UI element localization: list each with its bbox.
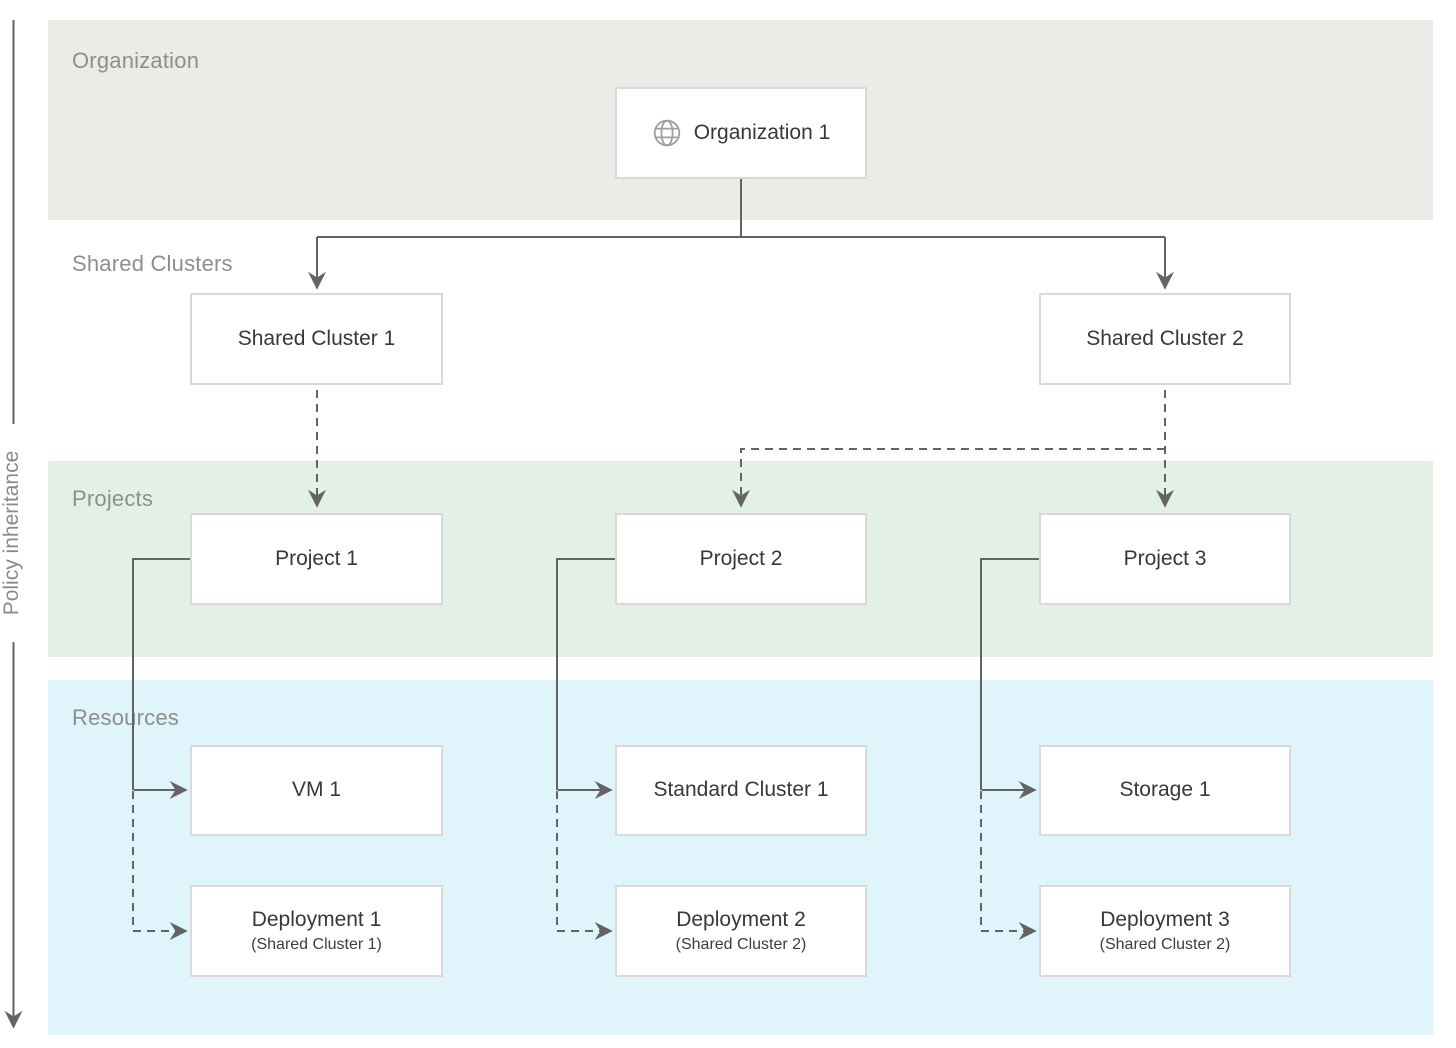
node-shared-cluster-2: Shared Cluster 2: [1039, 293, 1291, 385]
resources-band: [48, 680, 1433, 1035]
node-label: Storage 1: [1119, 778, 1211, 802]
node-deployment-3: Deployment 3 (Shared Cluster 2): [1039, 885, 1291, 977]
node-sublabel: (Shared Cluster 2): [1099, 936, 1231, 954]
node-sublabel: (Shared Cluster 2): [675, 936, 807, 954]
node-deployment-1: Deployment 1 (Shared Cluster 1): [190, 885, 443, 977]
node-sublabel: (Shared Cluster 1): [251, 936, 382, 954]
node-label: Project 2: [699, 546, 783, 570]
node-project-3: Project 3: [1039, 513, 1291, 605]
node-label: Project 1: [275, 546, 358, 570]
node-label: Shared Cluster 1: [237, 326, 396, 350]
node-label: Standard Cluster 1: [653, 778, 829, 802]
node-standard-cluster-1: Standard Cluster 1: [615, 745, 867, 836]
globe-icon: [653, 119, 680, 147]
node-label: Shared Cluster 2: [1086, 326, 1244, 350]
policy-inheritance-label: Policy inheritance: [0, 450, 23, 616]
section-label-organization: Organization: [72, 48, 200, 73]
section-label-projects: Projects: [72, 486, 154, 511]
node-project-2: Project 2: [615, 513, 867, 605]
node-storage-1: Storage 1: [1039, 745, 1291, 836]
node-label: Deployment 2: [676, 907, 806, 931]
section-label-resources: Resources: [72, 705, 179, 730]
node-shared-cluster-1: Shared Cluster 1: [190, 293, 443, 385]
section-label-shared-clusters: Shared Clusters: [72, 251, 233, 276]
node-organization-1: Organization 1: [615, 87, 867, 179]
node-label: Deployment 3: [1100, 907, 1230, 931]
node-label: VM 1: [291, 778, 341, 802]
node-project-1: Project 1: [190, 513, 443, 605]
node-label: Organization 1: [693, 120, 831, 144]
node-label: Deployment 1: [251, 907, 382, 931]
node-deployment-2: Deployment 2 (Shared Cluster 2): [615, 885, 867, 977]
node-label: Project 3: [1123, 546, 1207, 570]
node-vm-1: VM 1: [190, 745, 443, 836]
